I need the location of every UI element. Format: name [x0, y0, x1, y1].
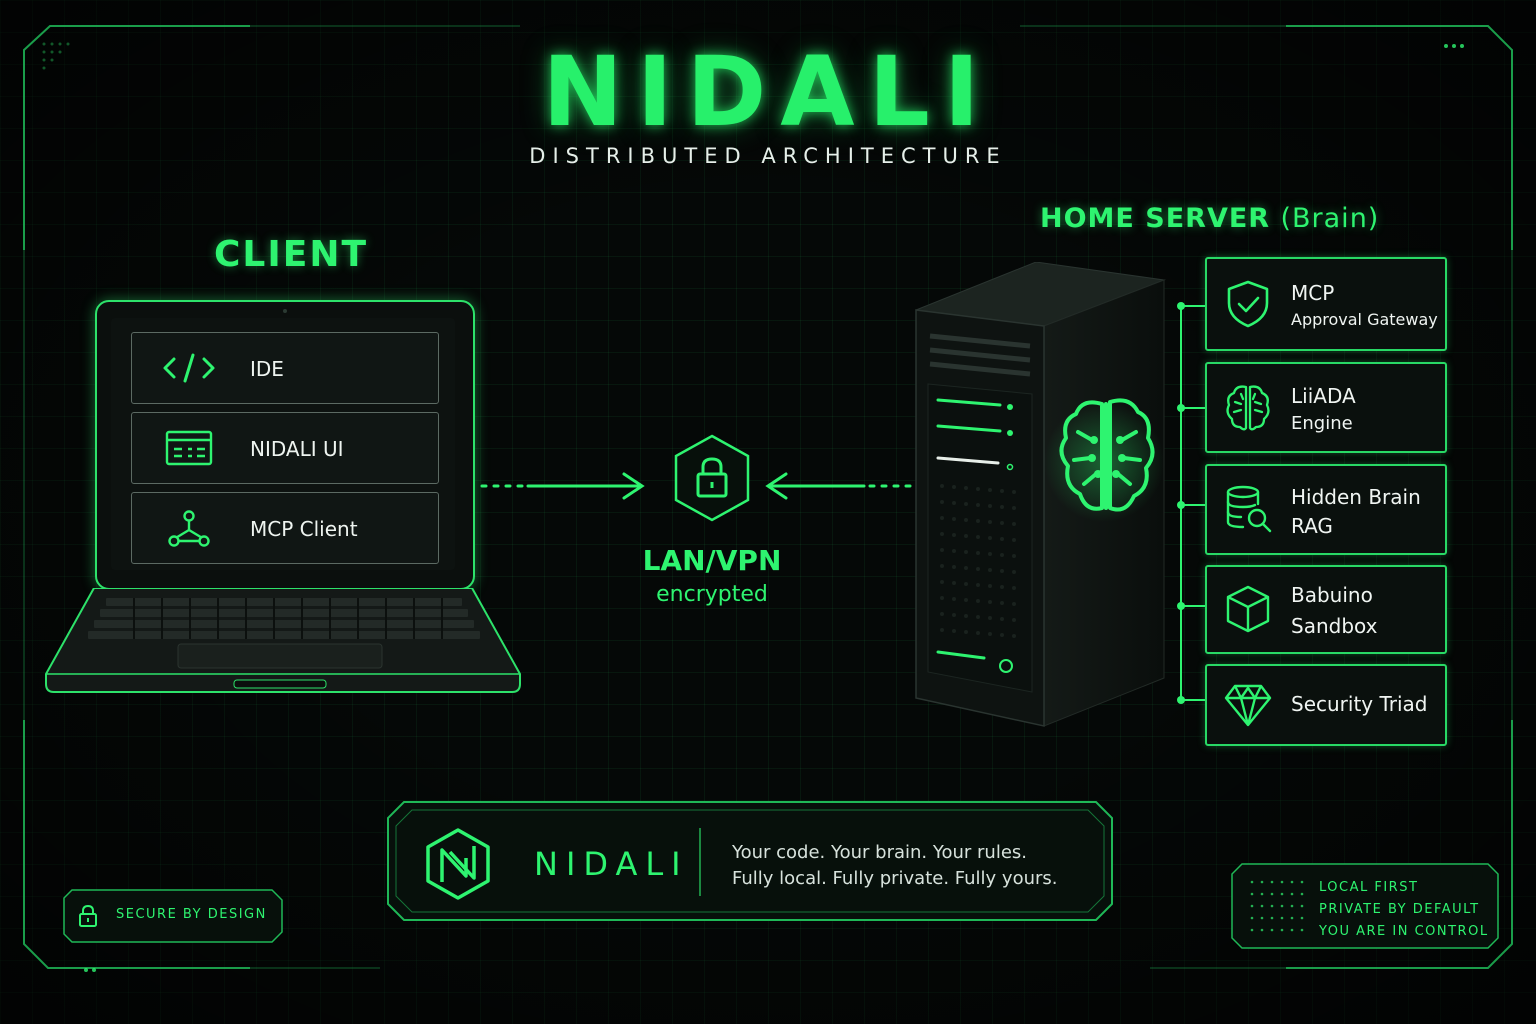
client-item-ide[interactable]: IDE [131, 332, 439, 404]
lock-icon [674, 434, 750, 522]
secure-badge-frame [63, 889, 283, 943]
client-item-mcp-client[interactable]: MCP Client [131, 492, 439, 564]
client-title: CLIENT [214, 234, 369, 275]
server-item-security-triad[interactable]: Security Triad [1205, 664, 1447, 746]
client-item-label: IDE [250, 357, 284, 381]
page-title: NIDALI [542, 36, 994, 148]
brain-icon [1059, 398, 1155, 512]
client-item-label: MCP Client [250, 517, 358, 541]
laptop-camera [283, 309, 287, 313]
shield-check-icon [1227, 280, 1269, 328]
page-subtitle: DISTRIBUTED ARCHITECTURE [529, 144, 1007, 168]
brain-icon [1226, 385, 1270, 431]
server-item-subtitle: Engine [1291, 413, 1353, 434]
banner-tagline-1: Your code. Your brain. Your rules. [732, 842, 1027, 863]
cube-icon [1226, 585, 1270, 633]
nodes-icon [168, 510, 210, 547]
principle-line: PRIVATE BY DEFAULT [1319, 902, 1480, 917]
server-title: HOME SERVER (Brain) [1040, 203, 1379, 234]
server-item-subtitle: Approval Gateway [1291, 310, 1438, 329]
server-item-mcp[interactable]: MCP Approval Gateway [1205, 257, 1447, 351]
client-item-label: NIDALI UI [250, 437, 344, 461]
server-item-hidden-brain[interactable]: Hidden Brain RAG [1205, 464, 1447, 555]
server-item-title: MCP [1291, 281, 1335, 305]
client-item-nidali-ui[interactable]: NIDALI UI [131, 412, 439, 484]
connection-sublabel: encrypted [656, 582, 768, 607]
database-search-icon [1226, 485, 1272, 533]
server-tower [915, 262, 1166, 727]
banner-brand-name: NIDALI [534, 845, 689, 883]
laptop-screen: IDE NIDALI UI MCP Client [95, 300, 475, 590]
connection-label: LAN/VPN [642, 544, 782, 577]
server-item-title: Babuino [1291, 583, 1373, 607]
secure-badge-label: SECURE BY DESIGN [116, 907, 267, 922]
connection-arrows [480, 472, 912, 500]
principle-line: YOU ARE IN CONTROL [1319, 924, 1489, 939]
window-icon [165, 430, 213, 466]
gem-icon [1224, 684, 1272, 727]
bottom-banner [387, 801, 1113, 921]
server-item-subtitle: RAG [1291, 514, 1333, 538]
code-icon [163, 353, 215, 383]
laptop-keyboard [45, 588, 521, 693]
server-item-title: Security Triad [1291, 692, 1428, 716]
principles-badge-frame [1231, 863, 1499, 949]
server-title-paren: (Brain) [1280, 203, 1380, 234]
server-item-title: Hidden Brain [1291, 485, 1421, 509]
server-item-subtitle: Sandbox [1291, 614, 1378, 638]
lock-icon [79, 904, 97, 927]
nidali-logo-icon [426, 828, 490, 900]
server-connector [1177, 302, 1206, 704]
server-item-title: LiiADA [1291, 384, 1356, 408]
banner-tagline-2: Fully local. Fully private. Fully yours. [732, 868, 1058, 889]
server-item-babuino[interactable]: Babuino Sandbox [1205, 565, 1447, 654]
server-title-main: HOME SERVER [1040, 203, 1271, 234]
server-item-liiada[interactable]: LiiADA Engine [1205, 362, 1447, 453]
principle-line: LOCAL FIRST [1319, 880, 1419, 895]
